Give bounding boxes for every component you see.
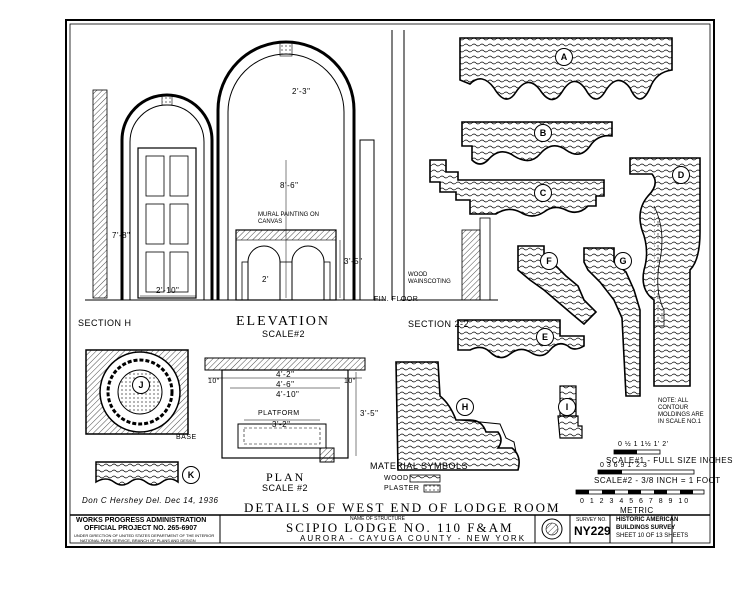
detail-marker-j: J [132,376,150,394]
platform-label: PLATFORM [258,410,300,417]
location: AURORA - CAYUGA COUNTY - NEW YORK [300,534,527,543]
sheet-title: DETAILS OF WEST END OF LODGE ROOM [244,500,561,515]
dim-plan-w2: 4'-6" [276,380,295,389]
fin-floor-label: FIN. FLOOR [374,296,419,303]
sheet-info: SHEET 10 OF 13 SHEETS [616,533,689,539]
molding-e [457,319,585,359]
metric-ticks: 0 1 2 3 4 5 6 7 8 9 10 [580,498,691,505]
molding-h [395,361,520,471]
molding-g [583,247,641,397]
dim-plan-w4: 3'-2" [272,420,291,429]
mural-note: MURAL PAINTING ON CANVAS [258,212,320,225]
detail-marker-b: B [534,124,552,142]
molding-c [429,159,605,217]
material-wood-label: WOOD [384,475,409,482]
structure-name: SCIPIO LODGE NO. 110 F&AM [286,520,514,535]
section-2-2-drawing [391,30,498,301]
agency-line4: NATIONAL PARK SERVICE, BRANCH OF PLANS A… [80,538,196,543]
material-symbols-title: MATERIAL SYMBOLS [370,461,469,471]
dim-arch-radius: 2'-3" [292,87,311,96]
agency-line1: WORKS PROGRESS ADMINISTRATION [76,517,207,524]
molding-k [95,461,179,486]
dim-plan-side1: 10" [344,378,356,385]
scale2-label: SCALE#2 - 3/8 INCH = 1 FOOT [594,476,721,485]
base-label: BASE [176,434,197,441]
scale2-ticks: 0 3 6 9 1' 2 3 [600,462,648,469]
dim-plan-side2: 10" [208,378,220,385]
plan-scale: SCALE #2 [262,483,309,493]
section-h-label: SECTION H [78,318,132,328]
detail-marker-f: F [540,252,558,270]
wood-wainscoting-label: WOOD WAINSCOTING [408,272,451,285]
plan-drawing [204,357,366,463]
detail-marker-a: A [555,48,573,66]
contour-note: NOTE: ALL CONTOUR MOLDINGS ARE IN SCALE … [658,398,704,425]
detail-marker-d: D [672,166,690,184]
detail-marker-e: E [536,328,554,346]
detail-marker-g: G [614,252,632,270]
habs-line2: BUILDINGS SURVEY [616,525,676,531]
scale1-label: SCALE#1 - FULL SIZE INCHES [606,456,733,465]
molding-b [461,121,613,165]
dim-plan-depth: 3'-5" [360,409,379,418]
plan-title: PLAN [266,470,306,484]
detail-marker-i: I [558,398,576,416]
elevation-title: ELEVATION [236,314,330,329]
delineator: Don C Hershey Del. Dec 14, 1936 [82,496,219,505]
metric-label: METRIC [620,506,654,515]
door-arch [120,93,214,300]
dim-small-width: 2' [262,275,269,284]
structure-caption: NAME OF STRUCTURE [350,516,405,522]
scale1-ticks: 0 ½ 1 1½ 1' 2' [618,441,669,448]
detail-marker-k: K [182,466,200,484]
section-2-2-label: SECTION 2-2 [408,319,470,329]
scale-bars [575,449,705,495]
dim-plan-w1: 4'-2" [276,370,295,379]
molding-a [459,37,673,101]
survey-number: NY229 [574,524,611,538]
molding-d [629,157,701,387]
habs-line1: HISTORIC AMERICAN [616,517,679,523]
elevation-scale: SCALE#2 [262,329,306,339]
dim-plan-w3: 4'-10" [276,390,300,399]
dim-arch-height: 8'-6" [280,181,299,190]
dim-door-width: 2'-10" [156,286,180,295]
detail-marker-c: C [534,184,552,202]
agency-line3: UNDER DIRECTION OF UNITED STATES DEPARTM… [74,533,215,538]
agency-line2: OFFICIAL PROJECT NO. 265-6907 [84,525,198,532]
material-plaster-label: PLASTER [384,485,420,492]
survey-caption: SURVEY NO. [576,517,607,523]
detail-marker-h: H [456,398,474,416]
dim-inner-height: 3'-5" [344,257,363,266]
dim-door-height: 7'-8" [112,231,131,240]
